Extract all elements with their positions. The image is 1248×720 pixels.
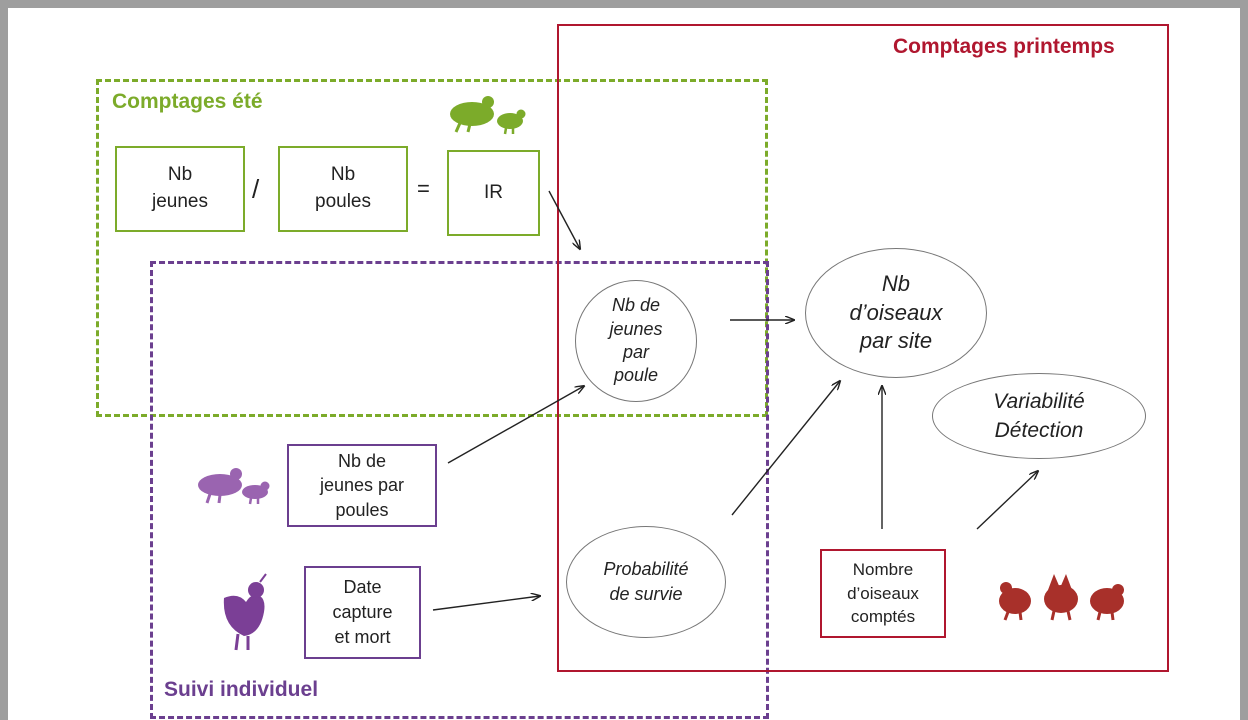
- node-birds-line1: Nb: [881, 271, 911, 297]
- nb-jeunes-box: Nb jeunes: [115, 146, 245, 232]
- spring-counts-frame: [557, 24, 1169, 672]
- node-detection-line1: Variabilité: [993, 389, 1085, 413]
- tagged-hen-icon: [223, 573, 267, 651]
- date-capture-box: Date capture et mort: [304, 566, 421, 659]
- node-birds-line2: d’oiseaux: [849, 299, 943, 325]
- node-detection-line2: Détection: [994, 419, 1084, 442]
- individual-monitoring-title: Suivi individuel: [164, 678, 319, 701]
- counted-birds-line1: Nombre: [852, 559, 914, 579]
- capture-date-line2: capture: [332, 601, 393, 622]
- divide-sign: /: [252, 174, 260, 204]
- chicks-per-hen-line1: Nb de: [337, 451, 387, 472]
- chicks-per-hen-line2: jeunes par: [319, 475, 405, 496]
- node-survival-line1: Probabilité: [603, 558, 689, 579]
- nombre-oiseaux-comptes-box: Nombre d’oiseaux comptés: [820, 549, 946, 638]
- arrow-ir-to-chicks-node: [548, 190, 580, 249]
- node-chicks-line2: jeunes: [609, 318, 663, 339]
- node-chicks-line1: Nb de: [611, 295, 661, 316]
- nb-poules-line1: Nb: [330, 164, 356, 186]
- capture-date-line3: et mort: [334, 627, 391, 648]
- chicks-per-hen-line3: poules: [335, 499, 389, 520]
- hen-and-chick-icon-green: [450, 96, 526, 135]
- node-chicks-line3: par: [622, 342, 649, 362]
- summer-counts-frame: [96, 79, 768, 417]
- probabilite-survie-node: Probabilité de survie: [566, 526, 726, 638]
- individual-monitoring-frame: [150, 261, 769, 719]
- counted-birds-line2: d’oiseaux: [847, 583, 919, 603]
- capture-date-line1: Date: [343, 576, 382, 597]
- spring-counts-title: Comptages printemps: [893, 35, 1115, 58]
- equals-sign: =: [417, 176, 430, 201]
- arrow-counted-to-detection: [976, 471, 1038, 530]
- ir-label: IR: [484, 181, 503, 203]
- ir-box: IR: [447, 150, 540, 236]
- nb-jeunes-line1: Nb: [167, 164, 193, 186]
- nb-poules-box: Nb poules: [278, 146, 408, 232]
- node-survival-line2: de survie: [609, 584, 683, 604]
- node-chicks-line4: poule: [613, 365, 659, 386]
- arrow-capture-to-survival: [432, 596, 540, 611]
- counted-birds-line3: comptés: [850, 607, 916, 627]
- nb-poules-line2: poules: [315, 191, 371, 212]
- nb-jeunes-par-poules-box: Nb de jeunes par poules: [287, 444, 437, 527]
- nb-jeunes-line2: jeunes: [152, 191, 208, 212]
- arrow-survival-to-birds-node: [731, 381, 840, 516]
- node-birds-line3: par site: [859, 328, 933, 354]
- connectors-and-icons: [198, 96, 1124, 651]
- arrow-chicks-box-to-chicks-node: [447, 386, 584, 464]
- summer-counts-title: Comptages été: [112, 90, 263, 113]
- diagram-canvas: Comptages été Comptages printemps Suivi …: [8, 8, 1240, 720]
- counted-birds-icon: [999, 574, 1124, 621]
- hen-and-chick-icon-purple: [198, 468, 270, 505]
